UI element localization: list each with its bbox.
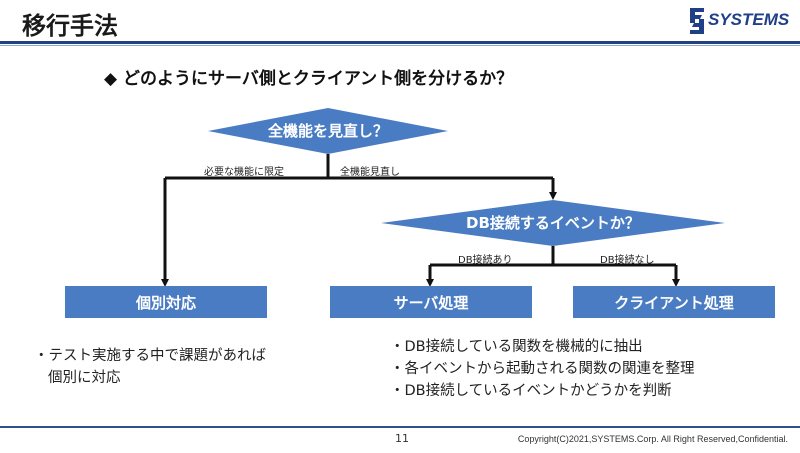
edge-label-review-all: 全機能見直し xyxy=(340,167,400,178)
footer-rule xyxy=(0,426,800,428)
logo-mark-icon xyxy=(690,8,704,34)
decision-2-shape xyxy=(381,200,725,246)
note-right-line-3: ・DB接続しているイベントかどうかを判断 xyxy=(390,383,672,399)
edge-label-limited: 必要な機能に限定 xyxy=(204,167,284,178)
logo-text: SYSTEMS xyxy=(708,10,790,29)
decision-1-label: 全機能を見直し？ xyxy=(267,122,388,140)
box-client: クライアント処理 xyxy=(573,286,775,318)
note-left-line-1: ・テスト実施する中で課題があれば xyxy=(34,348,266,364)
note-right-line-1: ・DB接続している関数を機械的に抽出 xyxy=(390,339,643,355)
page-number: 11 xyxy=(395,432,409,445)
edge-label-db-no: DB接続なし xyxy=(600,255,655,266)
box-server: サーバ処理 xyxy=(330,286,532,318)
question-heading: ◆ どのようにサーバ側とクライアント側を分けるか？ xyxy=(104,69,514,89)
header-rule-thin xyxy=(0,45,800,46)
note-right-line-2: ・各イベントから起動される関数の関連を整理 xyxy=(390,361,695,377)
note-left-line-2: 個別に対応 xyxy=(48,370,121,386)
decision-2-label: DB接続するイベントか？ xyxy=(466,214,640,232)
header-rule xyxy=(0,41,800,44)
decision-1-shape xyxy=(208,108,448,154)
page-title: 移行手法 xyxy=(22,12,118,40)
box-individual: 個別対応 xyxy=(65,286,267,318)
copyright-text: Copyright(C)2021,SYSTEMS.Corp. All Right… xyxy=(517,434,788,444)
edge-label-db-yes: DB接続あり xyxy=(458,255,513,266)
company-logo: SYSTEMS xyxy=(686,6,796,36)
